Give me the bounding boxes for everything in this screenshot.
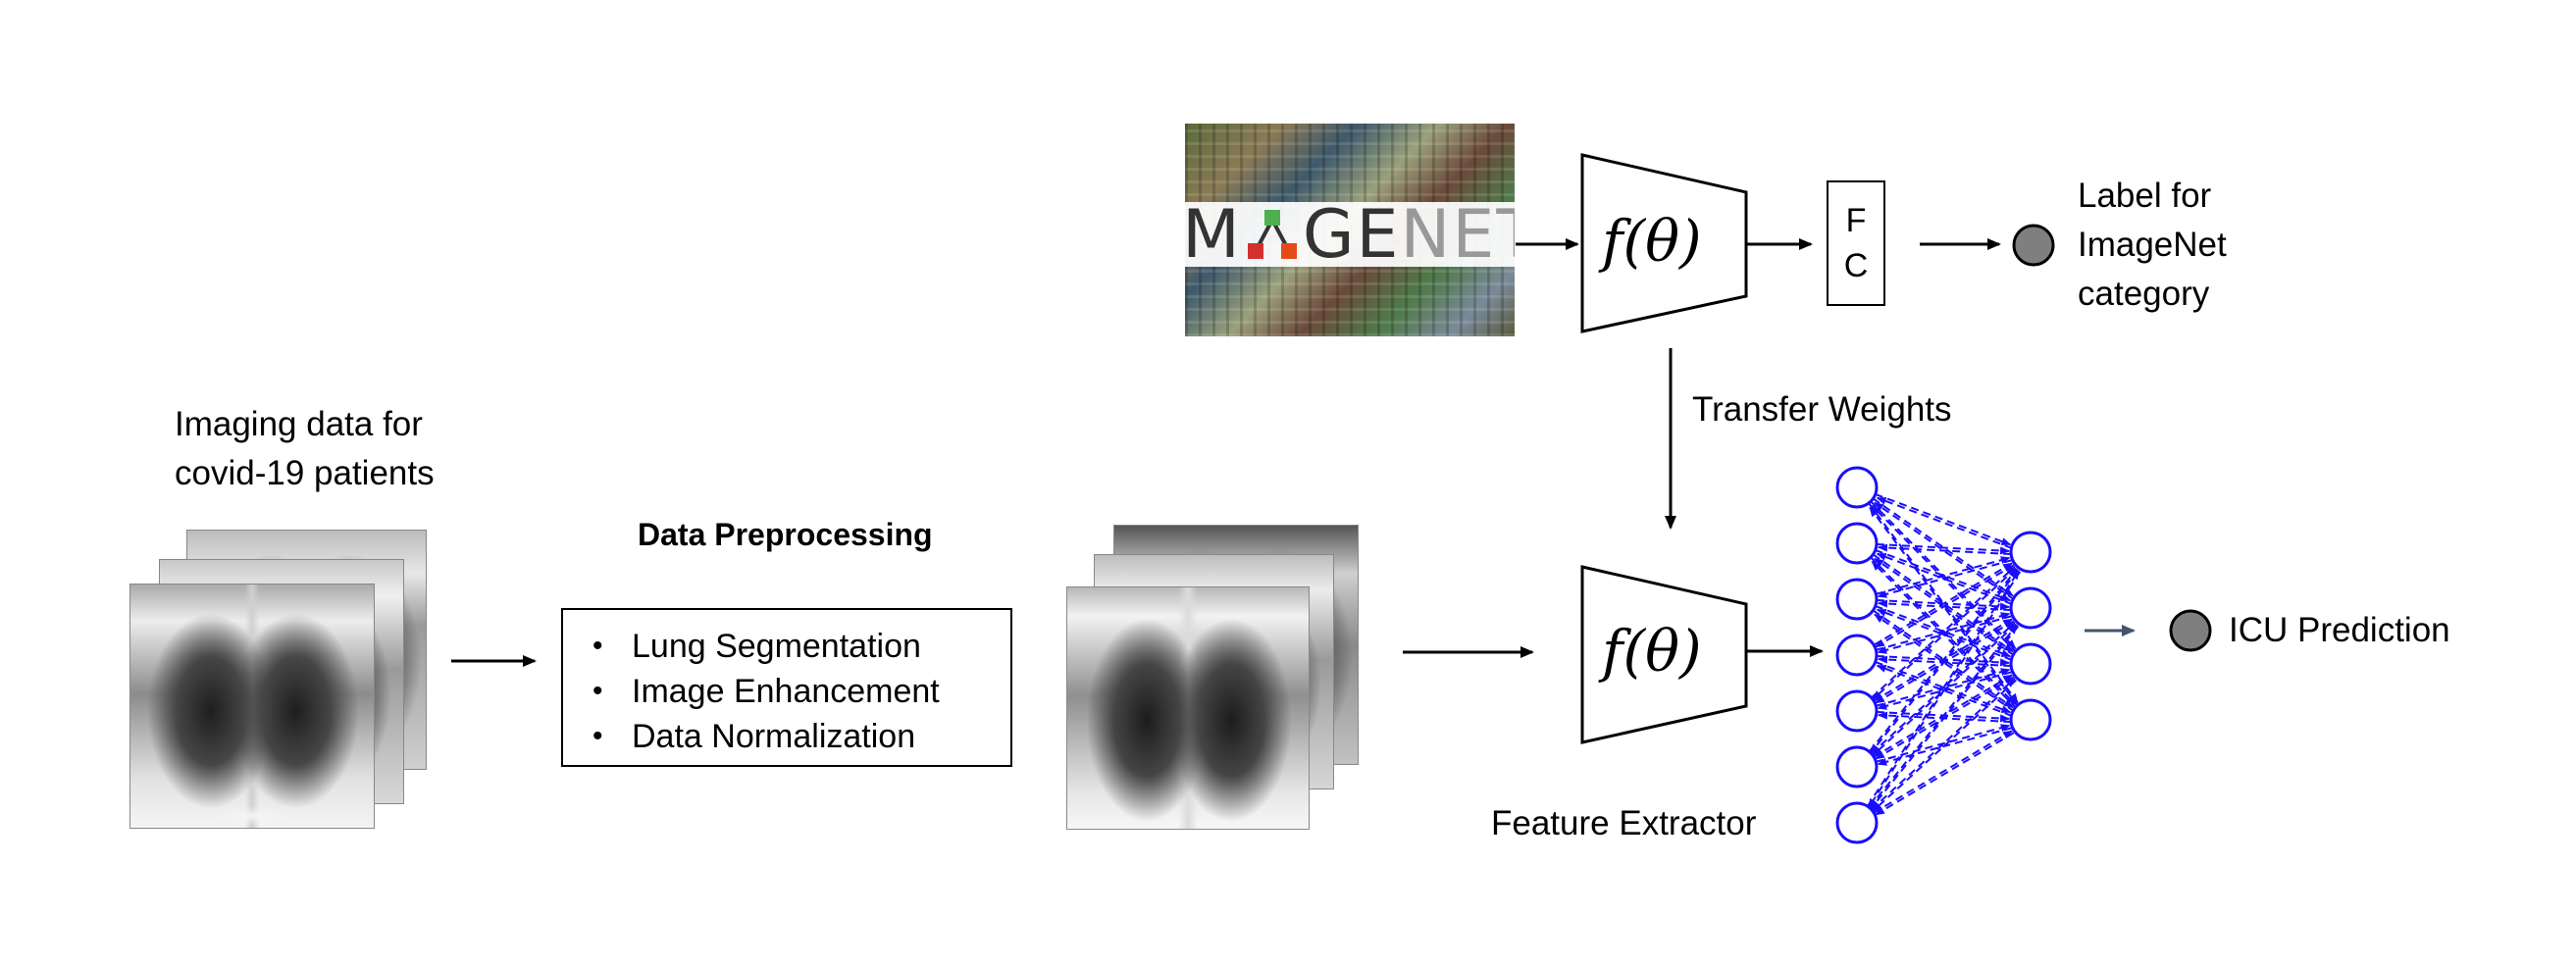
imagenet-logo-right-net: NET bbox=[1400, 195, 1515, 274]
fc-label-line-1: F bbox=[1845, 202, 1867, 239]
pretrained-model-shape bbox=[1580, 153, 1748, 333]
network-input-neuron bbox=[1835, 466, 1879, 509]
network-edge bbox=[1871, 678, 2016, 811]
network-input-neuron bbox=[1835, 689, 1879, 733]
network-edge bbox=[1877, 559, 2012, 598]
network-nodes bbox=[1835, 466, 2052, 844]
network-edge bbox=[1870, 569, 2020, 754]
network-hidden-neuron bbox=[2009, 698, 2052, 741]
network-input-neuron bbox=[1835, 578, 1879, 621]
imaging-caption-line-1: Imaging data for bbox=[175, 405, 423, 443]
network-hidden-neuron bbox=[2009, 586, 2052, 630]
network-edge bbox=[1876, 552, 2013, 605]
network-input-neuron bbox=[1835, 522, 1879, 565]
preprocessing-box: Lung Segmentation Image Enhancement Data… bbox=[561, 608, 1012, 767]
output-caption-line-2: ImageNet bbox=[2078, 226, 2227, 264]
preprocessing-steps: Lung Segmentation Image Enhancement Data… bbox=[563, 610, 1010, 759]
network-edge bbox=[1873, 562, 2013, 646]
imagenet-image: IM GENET bbox=[1185, 124, 1515, 336]
pretrained-model-label: f(θ) bbox=[1602, 208, 1702, 275]
network-edge bbox=[1873, 730, 2013, 814]
fc-layer-box: F C bbox=[1827, 180, 1885, 306]
preprocessing-step: Image Enhancement bbox=[592, 669, 1010, 714]
patient-xray-front bbox=[129, 584, 375, 829]
network-edge bbox=[1874, 501, 2016, 601]
preprocessing-step: Lung Segmentation bbox=[592, 624, 1010, 669]
network-edge bbox=[1868, 502, 2019, 704]
network-hidden-neuron bbox=[2009, 531, 2052, 574]
network-input-neuron bbox=[1835, 801, 1879, 844]
network-edge bbox=[1875, 493, 2012, 546]
preprocessing-step: Data Normalization bbox=[592, 714, 1010, 759]
output-caption-line-1: Label for bbox=[2078, 177, 2212, 215]
network-edge bbox=[1877, 543, 2012, 555]
network-edge bbox=[1868, 624, 2018, 809]
network-connections bbox=[1866, 493, 2022, 816]
network-edge bbox=[1872, 623, 2017, 756]
network-edge bbox=[1876, 556, 2011, 595]
imagenet-output-caption: Label for ImageNet category bbox=[2078, 172, 2227, 319]
imagenet-logo-left: IM bbox=[1185, 195, 1242, 274]
network-edge bbox=[1866, 569, 2020, 807]
imagenet-output-node bbox=[2012, 224, 2055, 267]
imagenet-logo-icon bbox=[1247, 210, 1297, 259]
network-edge bbox=[1871, 566, 2016, 699]
icu-prediction-label: ICU Prediction bbox=[2229, 611, 2450, 649]
network-edge bbox=[1876, 496, 2013, 549]
network-edge bbox=[1875, 564, 2015, 648]
preprocessing-title: Data Preprocessing bbox=[638, 517, 933, 552]
network-edge bbox=[1868, 571, 2022, 809]
network-edge bbox=[1877, 615, 2012, 654]
imagenet-logo: IM GENET bbox=[1185, 196, 1515, 274]
feature-extractor-caption: Feature Extractor bbox=[1491, 804, 1757, 842]
output-caption-line-3: category bbox=[2078, 275, 2210, 313]
network-edge bbox=[1876, 724, 2011, 763]
fc-label-line-2: C bbox=[1843, 247, 1869, 284]
network-input-neuron bbox=[1835, 634, 1879, 677]
imaging-data-caption: Imaging data for covid-19 patients bbox=[175, 400, 435, 498]
transfer-weights-label: Transfer Weights bbox=[1692, 390, 1952, 429]
imaging-caption-line-2: covid-19 patients bbox=[175, 454, 435, 492]
icu-output-node bbox=[2169, 609, 2212, 652]
network-edge bbox=[1875, 732, 2015, 816]
network-edge bbox=[1872, 679, 2017, 812]
network-edge bbox=[1876, 608, 2013, 661]
network-edge bbox=[1870, 625, 2020, 810]
feature-extractor-shape bbox=[1580, 565, 1748, 744]
network-input-neuron bbox=[1835, 745, 1879, 788]
feature-extractor-model-label: f(θ) bbox=[1602, 618, 1702, 685]
network-edge bbox=[1871, 622, 2016, 755]
processed-xray-front bbox=[1066, 586, 1310, 830]
network-hidden-neuron bbox=[2009, 642, 2052, 686]
network-edge bbox=[1876, 543, 2011, 555]
network-edge bbox=[1872, 567, 2017, 700]
imagenet-logo-right-ge: GE bbox=[1302, 195, 1401, 274]
network-edge bbox=[1868, 568, 2018, 753]
network-edge bbox=[1874, 557, 2016, 657]
